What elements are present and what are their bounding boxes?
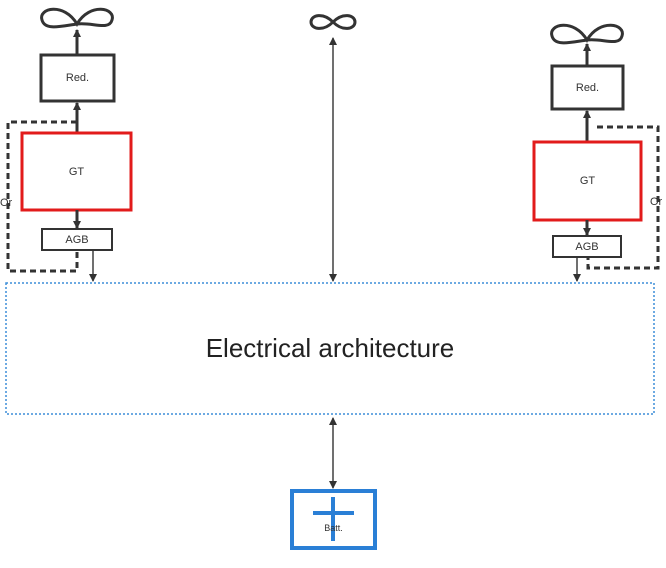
right-gearbox-label: AGB [575,240,599,253]
left-turbine-box [20,131,133,212]
left-or-label: Or [0,197,13,209]
propeller-icon [40,7,114,29]
right-reducer-label: Red. [575,81,600,94]
right-or-label: Or [650,196,663,208]
left-reducer-box [39,53,116,103]
right-reducer-box [550,64,625,111]
left-or-dashed-path [6,120,79,273]
right-or-dashed-path [586,125,660,270]
electrical-architecture-box [5,282,655,415]
left-gearbox-box [41,228,113,251]
left-turbine-label: GT [68,165,85,178]
electrical-architecture-label: Electrical architecture [205,333,455,363]
battery-plus-icon [313,497,354,541]
right-turbine-label: GT [579,175,596,187]
battery-label: Batt. [324,523,343,533]
left-reducer-label: Red. [65,72,90,84]
right-turbine-box [532,140,643,222]
left-gearbox-label: AGB [65,233,89,246]
propeller-icon [309,14,357,30]
propeller-icon [550,23,624,45]
